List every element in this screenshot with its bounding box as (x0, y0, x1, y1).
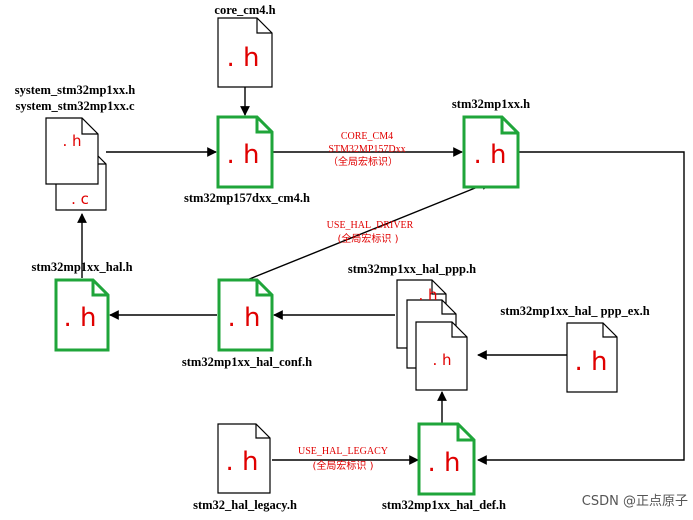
file-extension: . h (574, 347, 607, 377)
arrow-def-to-stm32mp1xx (477, 151, 685, 465)
macro-note: (全局宏标识 ) (313, 459, 374, 472)
file-extension: . h (225, 447, 258, 477)
core-cm4-label: core_cm4.h (214, 3, 275, 17)
macro-note: （全局宏标识） (328, 155, 398, 168)
macro-label: USE_HAL_LEGACY (298, 446, 388, 457)
hal-legacy-label: stm32_hal_legacy.h (193, 498, 297, 512)
hal-file-icon: . h (54, 278, 110, 352)
file-extension: . h (226, 140, 259, 170)
system-h-file-icon: . h (45, 117, 99, 185)
hal-legacy-file-icon: . h (217, 423, 271, 494)
system-c-label: system_stm32mp1xx.c (15, 99, 135, 113)
file-extension: . h (473, 140, 506, 170)
core-define-annotation: CORE_CM4 STM32MP157Dxx （全局宏标识） (328, 131, 406, 168)
cm4-device-label: stm32mp157dxx_cm4.h (184, 191, 310, 205)
watermark: CSDN @正点原子 (582, 494, 688, 509)
macro-label: CORE_CM4 (341, 131, 393, 142)
stm32mp1xx-label: stm32mp1xx.h (452, 97, 530, 111)
macro-note: (全局宏标识 ) (338, 232, 399, 245)
hal-conf-label: stm32mp1xx_hal_conf.h (182, 355, 312, 369)
hal-ppp-ex-label: stm32mp1xx_hal_ ppp_ex.h (500, 304, 649, 318)
file-extension: . h (226, 43, 259, 73)
hal-ppp-file-stack-icon: . h . h (396, 279, 468, 391)
file-extension: . h (432, 351, 451, 369)
macro-label: USE_HAL_DRIVER (327, 220, 414, 231)
hal-ppp-ex-file-icon: . h (566, 322, 618, 393)
hal-ppp-label: stm32mp1xx_hal_ppp.h (348, 262, 476, 276)
hal-def-file-icon: . h (417, 422, 476, 496)
stm32mp1xx-file-icon: . h (462, 115, 520, 189)
arrow-conf-to-stm32mp1xx (246, 180, 491, 281)
file-extension: . h (227, 303, 260, 333)
hal-driver-annotation: USE_HAL_DRIVER (全局宏标识 ) (327, 220, 414, 245)
file-extension: . h (427, 448, 460, 478)
file-extension: . c (71, 190, 89, 208)
file-extension: . h (418, 286, 437, 304)
file-extension: . h (62, 132, 81, 150)
core-cm4-file-icon: . h (217, 17, 273, 88)
file-extension: . h (63, 303, 96, 333)
hal-conf-file-icon: . h (217, 278, 274, 352)
system-h-label: system_stm32mp1xx.h (15, 83, 136, 97)
hal-def-label: stm32mp1xx_hal_def.h (382, 498, 506, 512)
hal-legacy-annotation: USE_HAL_LEGACY (全局宏标识 ) (298, 446, 388, 472)
hal-label: stm32mp1xx_hal.h (31, 260, 132, 274)
cm4-device-file-icon: . h (216, 115, 274, 189)
macro-label: STM32MP157Dxx (328, 144, 405, 155)
